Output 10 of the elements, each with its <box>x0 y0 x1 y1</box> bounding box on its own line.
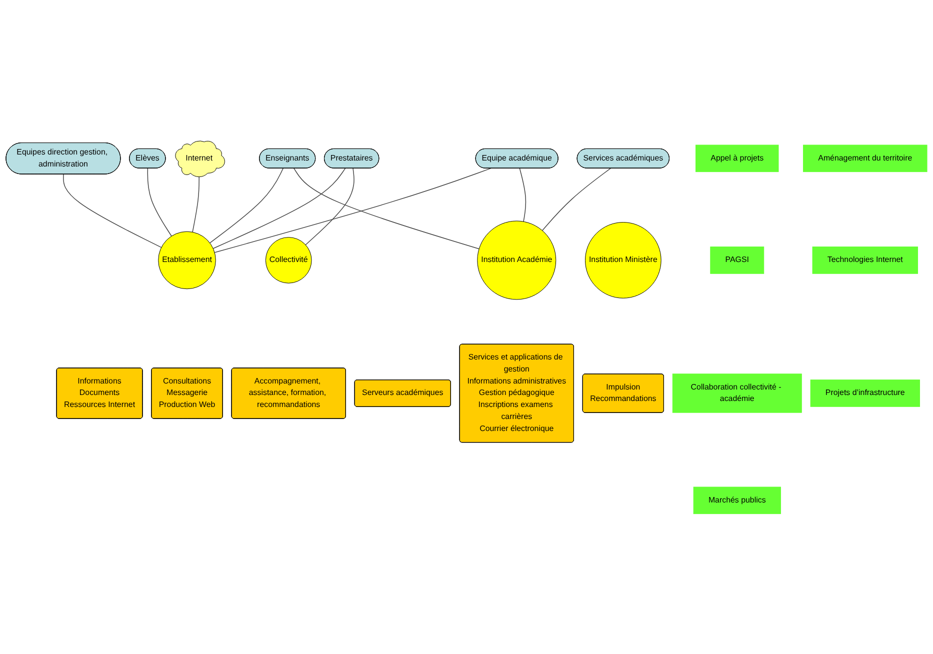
connector <box>210 168 284 243</box>
connector <box>147 168 172 236</box>
connector <box>519 168 526 222</box>
connector <box>542 168 611 231</box>
connector <box>294 168 480 249</box>
connector <box>212 168 346 248</box>
connector <box>192 176 200 232</box>
connector <box>305 168 354 245</box>
connector <box>63 174 162 248</box>
connector <box>214 168 492 253</box>
